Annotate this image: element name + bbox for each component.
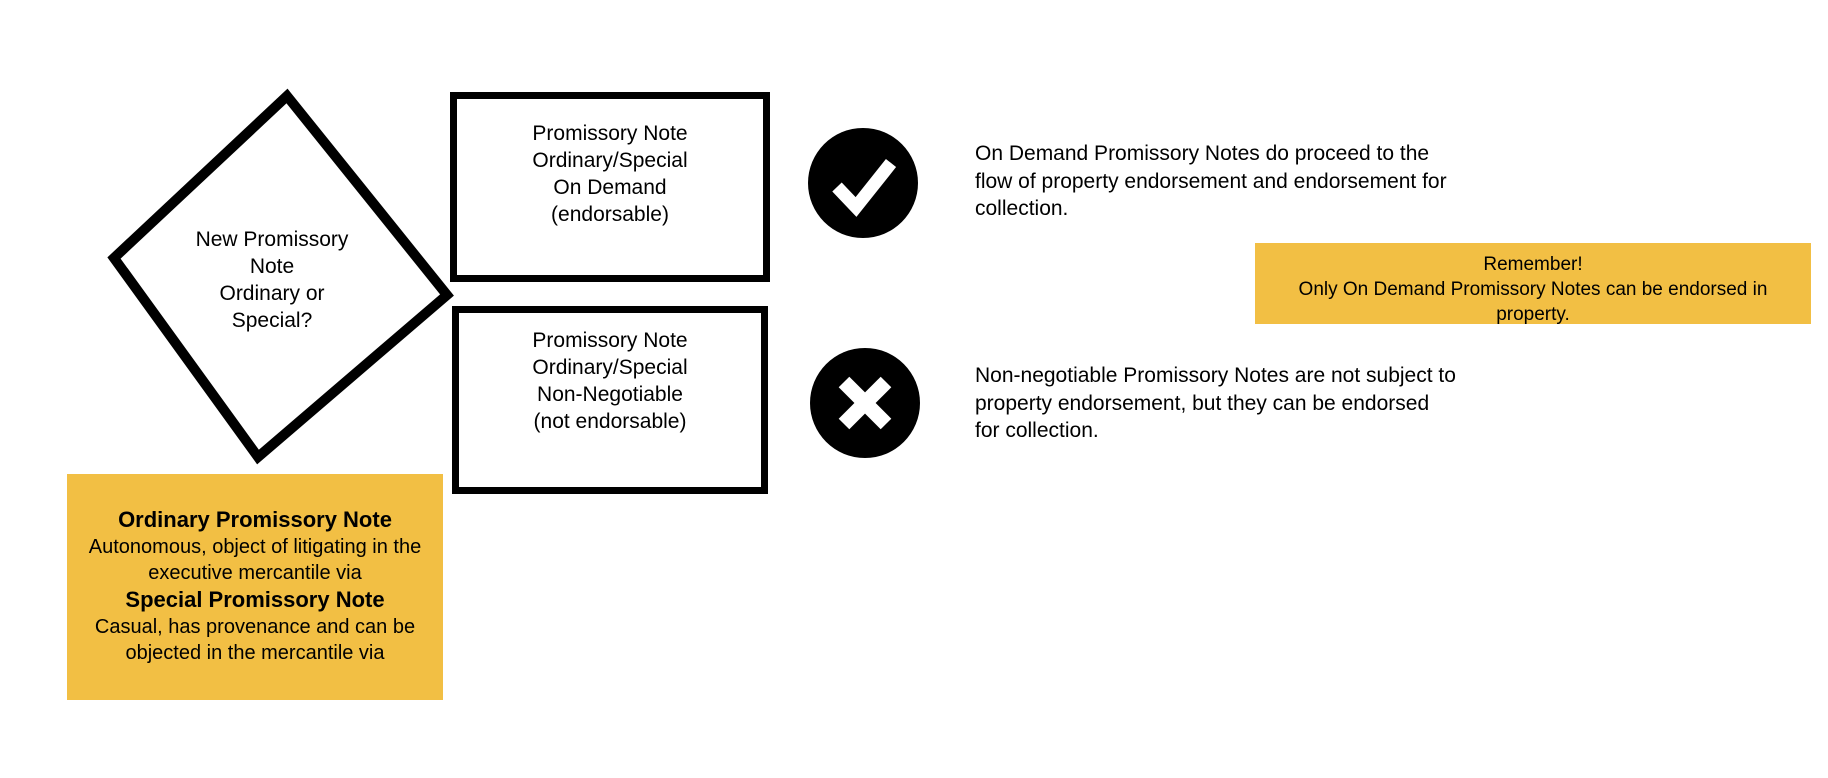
outcome-box-line: On Demand	[553, 176, 667, 199]
definition-title-special: Special Promissory Note	[125, 587, 385, 612]
annotation-line: collection.	[975, 197, 1069, 220]
annotation-line: property endorsement, but they can be en…	[975, 391, 1430, 415]
outcome-box-line: Ordinary/Special	[532, 149, 688, 172]
outcome-box-line: Non-Negotiable	[537, 383, 683, 406]
definition-desc-line: Autonomous, object of litigating in the	[88, 536, 422, 558]
annotation-line: flow of property endorsement and endorse…	[975, 169, 1447, 193]
annotation-line: On Demand Promissory Notes do proceed to…	[975, 142, 1430, 165]
definition-desc-line: Casual, has provenance and can be	[94, 616, 416, 638]
check-icon	[808, 128, 918, 238]
diamond-line: Note	[249, 255, 295, 278]
outcome-box-on-demand: Promissory Note Ordinary/Special On Dema…	[450, 92, 770, 282]
outcome-box-non-negotiable: Promissory Note Ordinary/Special Non-Neg…	[452, 306, 768, 494]
remember-callout: Remember! Only On Demand Promissory Note…	[1255, 243, 1811, 325]
remember-line: Remember!	[1483, 254, 1583, 275]
annotation-on-demand: On Demand Promissory Notes do proceed to…	[975, 140, 1447, 223]
outcome-box-line: Promissory Note	[532, 329, 688, 352]
definitions-callout: Ordinary Promissory Note Autonomous, obj…	[67, 474, 443, 700]
outcome-box-line: (endorsable)	[551, 203, 669, 226]
decision-diamond-label: New Promissory Note Ordinary or Special?	[158, 226, 386, 334]
diamond-line: Special?	[231, 309, 313, 332]
definition-desc-line: objected in the mercantile via	[125, 642, 385, 664]
outcome-box-line: Promissory Note	[532, 122, 688, 145]
definition-desc-line: executive mercantile via	[148, 562, 362, 584]
definition-title-ordinary: Ordinary Promissory Note	[118, 507, 392, 532]
annotation-line: Non-negotiable Promissory Notes are not …	[975, 364, 1456, 387]
annotation-line: for collection.	[975, 419, 1099, 442]
remember-line: property.	[1496, 304, 1570, 325]
diamond-line: Ordinary or	[219, 282, 325, 305]
outcome-box-line: (not endorsable)	[533, 410, 687, 433]
diamond-line: New Promissory	[195, 228, 349, 251]
annotation-non-negotiable: Non-negotiable Promissory Notes are not …	[975, 362, 1456, 445]
remember-line: Only On Demand Promissory Notes can be e…	[1298, 279, 1768, 300]
outcome-box-line: Ordinary/Special	[532, 356, 688, 379]
cross-icon	[810, 348, 920, 458]
decision-diamond-shape	[107, 88, 454, 465]
